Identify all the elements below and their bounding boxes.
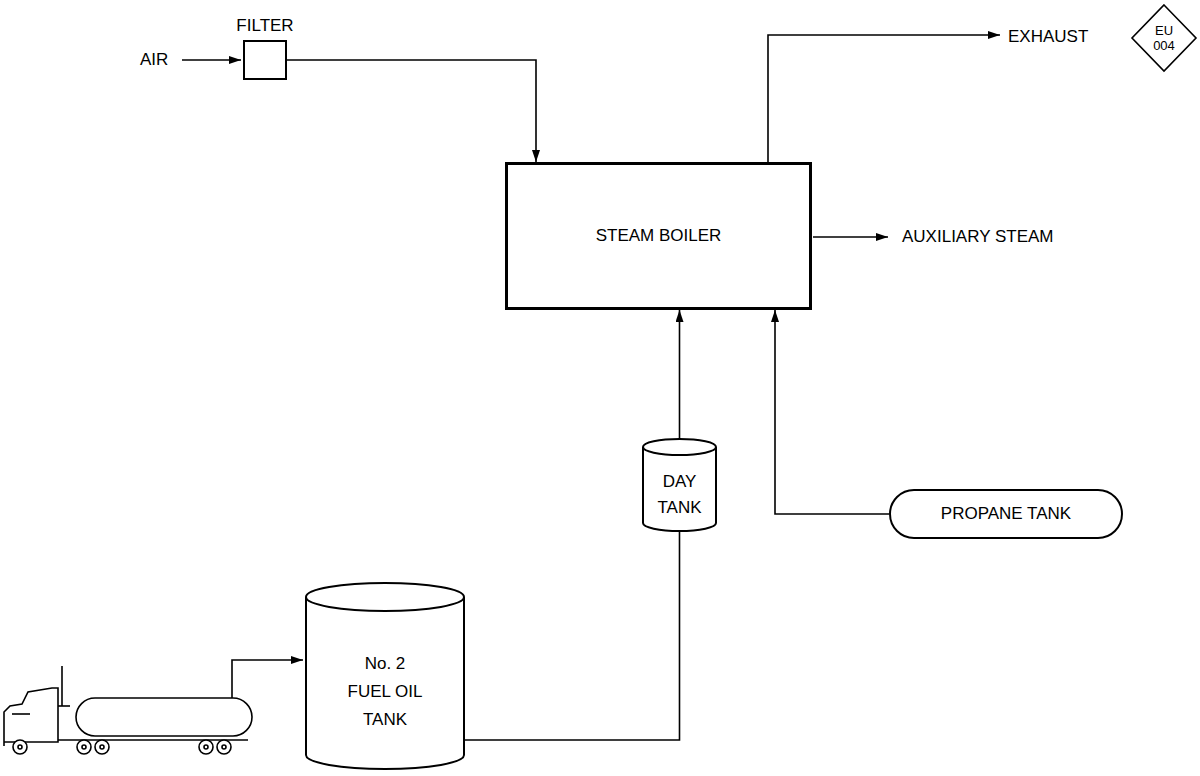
text-block: PROPANE TANK [889,489,1123,539]
wheel-hub [100,745,104,749]
flow-connector [465,532,680,740]
tank-cylinder-outline [305,582,465,770]
truck-wheel [77,740,91,754]
truck-wheel [217,740,231,754]
exhaust-stack [61,666,63,706]
truck-cab [4,688,58,746]
tanker-truck [4,666,252,754]
wheel-hub [204,745,208,749]
tank-cylinder: DAY TANK [642,438,717,532]
text-block: DAY TANK [642,438,717,532]
flow-label: EXHAUST [1008,26,1088,48]
node-heading: FILTER [236,15,293,37]
tank-capsule: PROPANE TANK [889,489,1123,539]
truck-wheel [13,740,27,754]
cylinder-body [306,597,464,769]
process-box: STEAM BOILER [505,162,812,310]
cylinder-body [643,447,716,531]
text-block: EU 004 [1131,4,1197,72]
text-block: STEAM BOILER [508,165,809,307]
truck-wheel [199,740,213,754]
cylinder-top [643,439,716,455]
filter-box: FILTER [243,40,287,80]
node-text: DAY TANK [649,469,711,521]
node-text: EU 004 [1149,23,1179,53]
air-inlet-arrow [182,59,241,61]
wheel-hub [18,745,22,749]
delivery-arrow [232,660,303,698]
capsule-outline [890,490,1122,538]
flow-connector [775,310,889,514]
wheel-hub [82,745,86,749]
exhaust-arrow [768,35,1000,162]
wheel-hub [222,745,226,749]
node-text: STEAM BOILER [596,223,722,249]
tank-cylinder: No. 2 FUEL OIL TANK [305,582,465,770]
flow-label: AUXILIARY STEAM [902,226,1053,248]
diamond-outline [1132,5,1196,71]
flow-connector [287,60,536,162]
cylinder-top [306,583,464,611]
steam-outlet-arrow [813,236,888,238]
emission-unit-diamond: EU 004 [1131,4,1197,72]
cab-window [12,713,30,715]
flow-connector [679,310,681,438]
truck-wheel [95,740,109,754]
cab-rail [58,705,70,707]
flow-label: AIR [140,49,168,71]
node-text: No. 2 FUEL OIL TANK [344,650,426,734]
truck-tank [76,698,252,736]
text-block: No. 2 FUEL OIL TANK [305,582,465,770]
node-text: PROPANE TANK [941,501,1071,527]
